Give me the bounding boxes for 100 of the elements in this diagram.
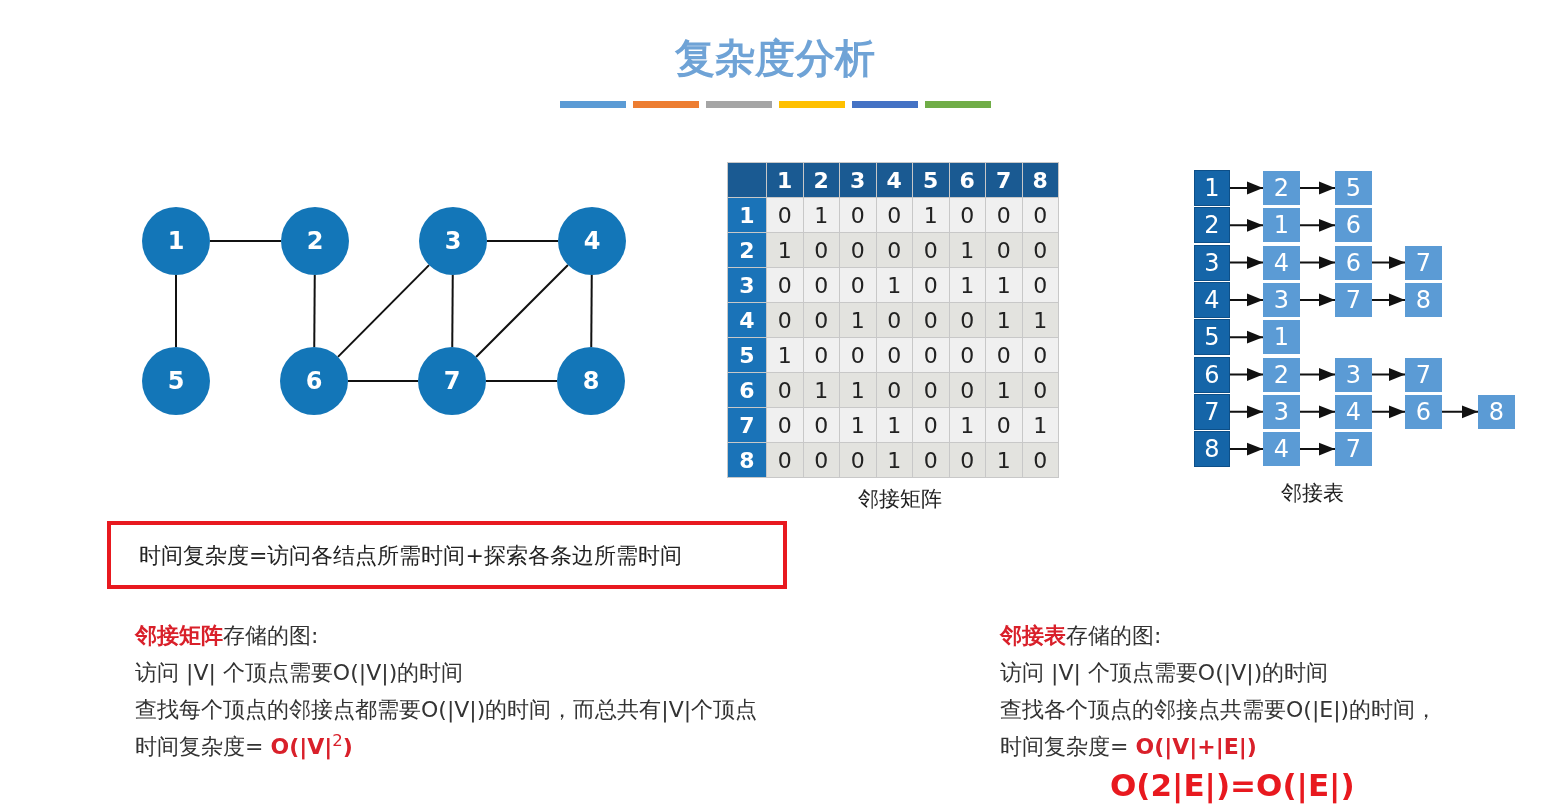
edge-line	[347, 380, 419, 382]
text-line: 查找每个顶点的邻接点都需要O(|V|)的时间，而总共有|V|个顶点	[135, 696, 759, 725]
matrix-value: 0	[840, 338, 876, 372]
caption: 邻接表	[1279, 480, 1345, 507]
title: 复杂度分析	[674, 34, 876, 83]
matrix-value: 0	[986, 198, 1022, 232]
result-formula: O(2|E|)=O(|E|)	[1110, 766, 1355, 806]
matrix-value: 1	[986, 373, 1022, 407]
list-cell: 7	[1405, 357, 1442, 392]
list-cell: 3	[1263, 394, 1300, 429]
text-line: 邻接表存储的图:	[1000, 622, 1163, 650]
matrix-value: 0	[913, 373, 949, 407]
list-cell: 7	[1335, 282, 1372, 317]
edge-line	[486, 240, 559, 242]
edge-line	[175, 274, 177, 348]
row-header: 7	[728, 408, 766, 442]
matrix-value: 0	[767, 198, 803, 232]
text-line: 访问 |V| 个顶点需要O(|V|)的时间	[1000, 659, 1330, 688]
column-header: 3	[840, 163, 876, 197]
column-header: 5	[913, 163, 949, 197]
list-cell: 4	[1335, 394, 1372, 429]
arrow	[1229, 368, 1264, 381]
list-cell: 2	[1263, 357, 1300, 392]
edge-line	[485, 380, 558, 382]
head-cell: 3	[1194, 244, 1230, 281]
matrix-value: 0	[840, 443, 876, 477]
arrow	[1299, 218, 1336, 232]
matrix-value: 0	[1022, 268, 1058, 302]
matrix-value: 0	[949, 303, 985, 337]
matrix-value: 0	[840, 233, 876, 267]
head-cell: 1	[1194, 170, 1230, 206]
edge-line	[590, 274, 593, 348]
arrow	[1299, 368, 1336, 381]
matrix-value: 0	[949, 338, 985, 372]
arrow	[1371, 293, 1406, 307]
matrix-value: 1	[949, 408, 985, 442]
list-cell: 8	[1405, 282, 1442, 317]
arrow	[1371, 368, 1406, 381]
matrix-value: 0	[876, 338, 912, 372]
list-cell: 3	[1335, 357, 1372, 392]
matrix-value: 0	[949, 198, 985, 232]
arrow	[1229, 330, 1264, 344]
edge-line	[313, 274, 316, 348]
matrix-value: 0	[913, 303, 949, 337]
row-header: 1	[728, 198, 766, 232]
list-cell: 1	[1263, 208, 1300, 243]
column-header: 2	[803, 163, 839, 197]
matrix-value: 1	[767, 338, 803, 372]
head-cell: 8	[1194, 431, 1230, 468]
head-cell: 4	[1194, 281, 1230, 318]
arrow	[1371, 256, 1406, 269]
matrix-value: 1	[949, 233, 985, 267]
matrix-value: 0	[949, 443, 985, 477]
matrix-value: 1	[767, 233, 803, 267]
matrix-value: 0	[986, 408, 1022, 442]
row-header: 6	[728, 373, 766, 407]
list-cell: 8	[1478, 394, 1515, 429]
matrix-value: 0	[876, 233, 912, 267]
matrix-value: 1	[986, 268, 1022, 302]
caption: 邻接矩阵	[857, 486, 943, 513]
column-header: 1	[767, 163, 803, 197]
list-cell: 2	[1263, 171, 1300, 205]
matrix-value: 0	[986, 233, 1022, 267]
column-header: 6	[949, 163, 985, 197]
matrix-value: 0	[840, 198, 876, 232]
text-line: 邻接矩阵存储的图:	[135, 622, 320, 650]
matrix-value: 1	[913, 198, 949, 232]
matrix-value: 0	[1022, 233, 1058, 267]
list-cell: 4	[1263, 432, 1300, 467]
matrix-value: 1	[986, 443, 1022, 477]
matrix-value: 0	[767, 408, 803, 442]
edge-line	[336, 264, 431, 358]
matrix-value: 1	[1022, 303, 1058, 337]
edge-line	[451, 274, 454, 348]
list-cell: 5	[1335, 171, 1372, 205]
head-cell: 2	[1194, 207, 1230, 244]
edge-line	[475, 264, 569, 358]
matrix-value: 0	[803, 233, 839, 267]
arrow	[1299, 293, 1336, 307]
arrow	[1229, 442, 1264, 456]
matrix-value: 0	[876, 373, 912, 407]
formula-box: 时间复杂度=访问各结点所需时间+探索各条边所需时间	[107, 521, 787, 589]
list-cell: 7	[1335, 432, 1372, 467]
matrix-value: 1	[840, 408, 876, 442]
matrix-value: 1	[803, 373, 839, 407]
arrow	[1229, 256, 1264, 269]
matrix-value: 0	[803, 408, 839, 442]
list-cell: 1	[1263, 320, 1300, 355]
head-cell: 5	[1194, 319, 1230, 356]
row-header: 3	[728, 268, 766, 302]
matrix-value: 0	[913, 268, 949, 302]
arrow	[1299, 256, 1336, 269]
matrix-value: 1	[876, 408, 912, 442]
arrow	[1299, 442, 1336, 456]
matrix-value: 0	[840, 268, 876, 302]
matrix-value: 0	[913, 443, 949, 477]
matrix-value: 0	[1022, 443, 1058, 477]
text-line: 查找各个顶点的邻接点共需要O(|E|)的时间，	[1000, 696, 1439, 725]
matrix-value: 0	[767, 268, 803, 302]
text-line: 访问 |V| 个顶点需要O(|V|)的时间	[135, 659, 465, 688]
